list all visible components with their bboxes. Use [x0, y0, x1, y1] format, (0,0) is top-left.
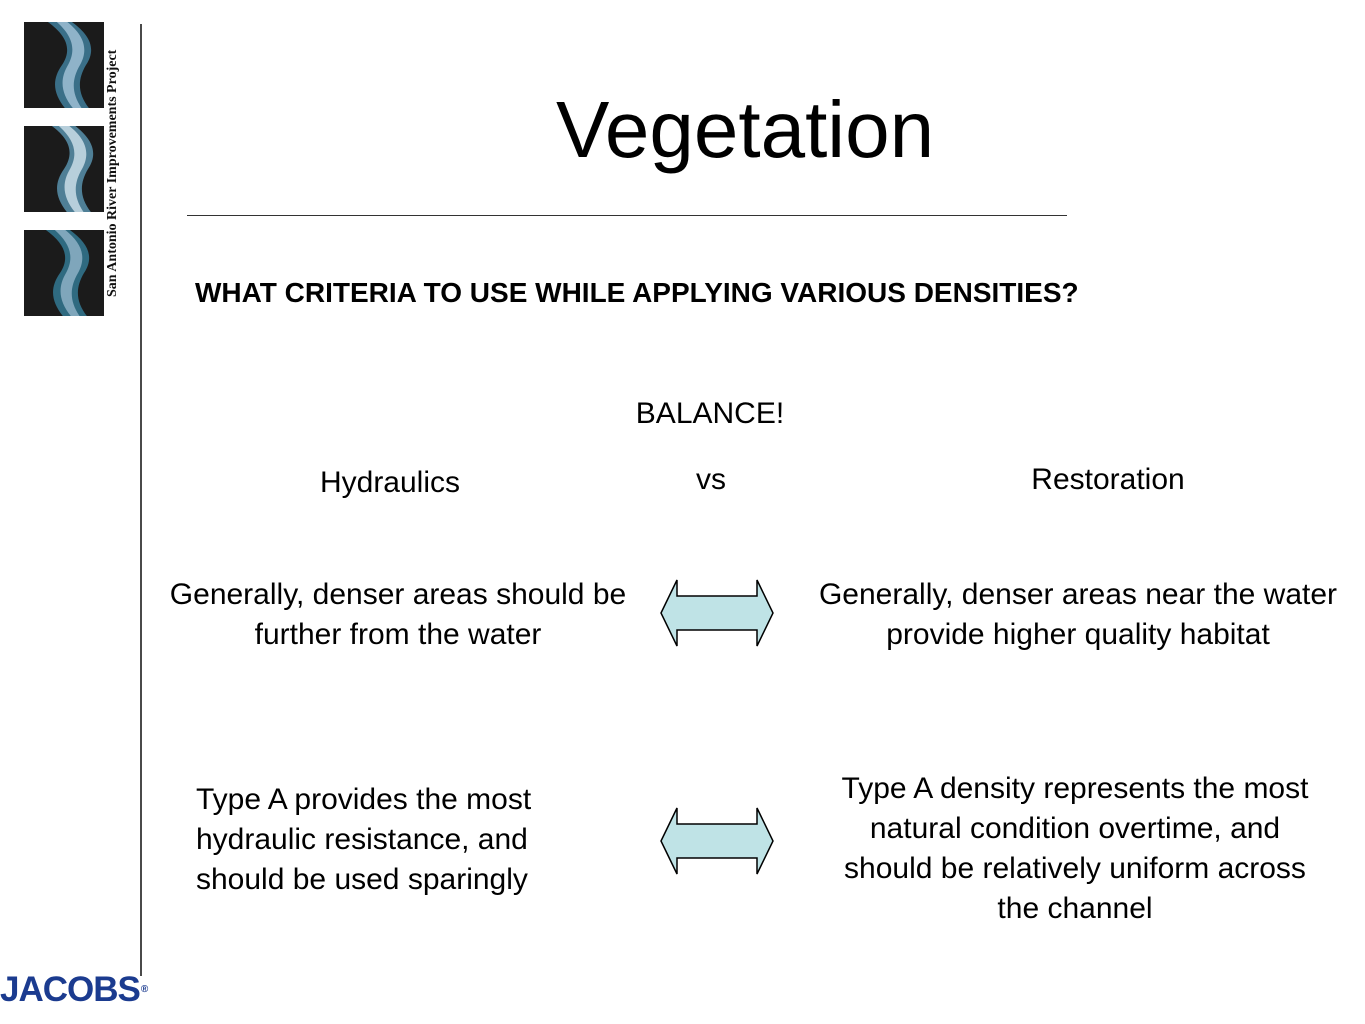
- river-logo-tile-1: [24, 22, 104, 108]
- jacobs-logo: JACOBS®: [0, 970, 196, 1010]
- restoration-heading: Restoration: [1031, 463, 1185, 496]
- registered-mark: ®: [140, 984, 149, 995]
- project-label: San Antonio River Improvements Project: [105, 49, 120, 297]
- hydraulics-point-1: Generally, denser areas should be furthe…: [169, 578, 627, 651]
- vs-label: vs: [696, 463, 726, 496]
- logo-mark: [24, 22, 106, 318]
- river-logo-tile-3: [24, 230, 104, 316]
- title-divider: [187, 215, 1067, 216]
- double-arrow-icon: [660, 807, 774, 875]
- hydraulics-point-2: Type A provides the most hydraulic resis…: [196, 783, 532, 896]
- sidebar-divider: [140, 24, 142, 976]
- double-arrow-icon: [660, 579, 774, 647]
- brand-name: JACOBS: [0, 970, 141, 1009]
- restoration-point-2: Type A density represents the most natur…: [841, 772, 1309, 925]
- slide-title: Vegetation: [555, 85, 935, 174]
- river-logo-tile-2: [24, 126, 104, 212]
- hydraulics-heading: Hydraulics: [319, 466, 461, 499]
- restoration-point-1: Generally, denser areas near the water p…: [818, 578, 1338, 651]
- criteria-question: WHAT CRITERIA TO USE WHILE APPLYING VARI…: [195, 277, 1079, 308]
- balance-label: BALANCE!: [635, 397, 785, 430]
